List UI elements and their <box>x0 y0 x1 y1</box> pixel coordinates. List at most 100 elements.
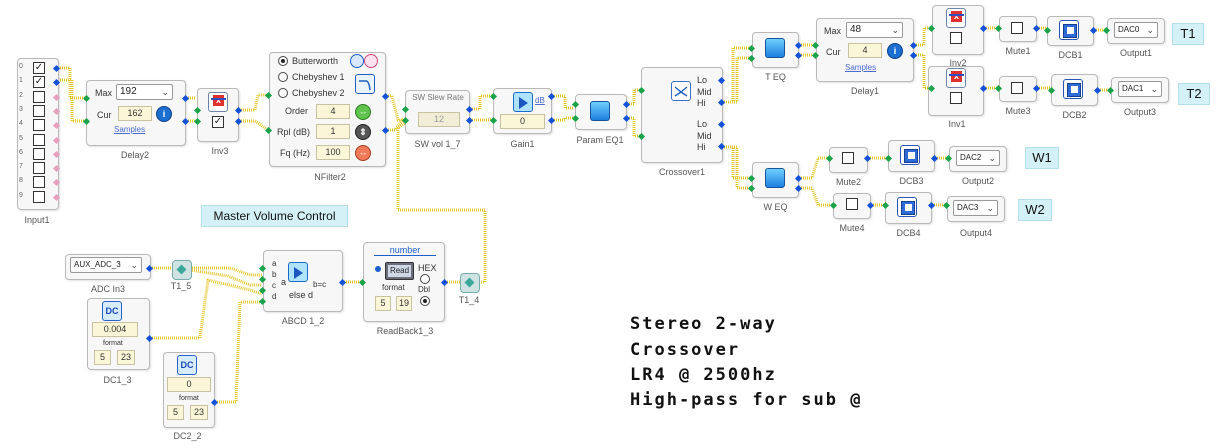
tag-t2[interactable]: T2 <box>1178 83 1210 105</box>
input1-channel-checkbox[interactable]: ✓ <box>33 76 45 89</box>
fq-label: Fq (Hz) <box>280 148 310 158</box>
abcd-body-else: else d <box>289 290 314 300</box>
t-eq-icon <box>765 38 785 58</box>
delay2-cur-field[interactable]: 162 <box>118 106 152 121</box>
dc1-3-format-label: format <box>103 340 123 347</box>
inv2-checkbox[interactable] <box>950 32 962 44</box>
lowpass-curve-icon[interactable] <box>355 74 375 94</box>
order-label: Order <box>285 106 309 116</box>
dc1-3-f2[interactable]: 23 <box>117 350 135 365</box>
delay2-max-select[interactable]: 192 ⌄ <box>116 84 173 100</box>
mute1-checkbox[interactable] <box>1011 22 1023 34</box>
input1-channel-number: 6 <box>19 148 23 156</box>
chebyshev2-radio[interactable] <box>278 88 288 98</box>
tag-w1[interactable]: W1 <box>1025 147 1059 169</box>
chevron-down-icon: ⌄ <box>130 260 138 270</box>
order-field[interactable]: 4 <box>316 104 350 119</box>
gain1-unit-link[interactable]: dB <box>535 96 545 105</box>
readback-caption: ReadBack1_3 <box>376 326 434 336</box>
rpl-toggle-icon[interactable]: ⇕ <box>355 124 371 140</box>
delay1-info-icon[interactable]: i <box>887 43 903 59</box>
dc-source-icon: DC <box>177 355 197 375</box>
t1-5-node[interactable] <box>172 260 192 280</box>
dcb3-caption: DCB3 <box>899 176 924 186</box>
master-volume-label[interactable]: Master Volume Control <box>201 205 348 227</box>
readback-dbl-radio[interactable] <box>420 296 430 306</box>
tag-t1[interactable]: T1 <box>1172 23 1204 45</box>
output2-select[interactable]: DAC2⌄ <box>956 150 1000 166</box>
mute3-caption: Mute3 <box>1005 106 1031 116</box>
butterworth-radio[interactable] <box>278 56 288 66</box>
rpl-field[interactable]: 1 <box>316 124 350 139</box>
crossover-output-label: Lo <box>697 75 708 85</box>
mute3-checkbox[interactable] <box>1011 82 1023 94</box>
inv1-checkbox[interactable] <box>950 92 962 104</box>
dcb2-caption: DCB2 <box>1062 110 1087 120</box>
delay2-info-icon[interactable]: i <box>156 106 172 122</box>
fq-toggle-icon[interactable]: ⇔ <box>355 145 371 161</box>
chebyshev1-radio[interactable] <box>278 72 288 82</box>
output4-select[interactable]: DAC3⌄ <box>953 200 998 216</box>
dc2-2-f2[interactable]: 23 <box>190 405 208 420</box>
input1-channel-checkbox[interactable] <box>33 190 45 203</box>
adc-caption: ADC In3 <box>90 284 125 294</box>
delay2-max-value: 192 <box>120 86 137 97</box>
output3-select[interactable]: DAC1⌄ <box>1118 81 1162 97</box>
readback-f2[interactable]: 19 <box>396 296 412 311</box>
chebyshev2-label: Chebyshev 2 <box>292 88 345 98</box>
input1-channel-checkbox[interactable] <box>33 176 45 189</box>
order-toggle-icon[interactable]: ⇔ <box>355 104 371 120</box>
inv2-caption: Inv2 <box>949 58 967 68</box>
inv1-caption: Inv1 <box>948 119 966 129</box>
input1-channel-checkbox[interactable] <box>33 147 45 160</box>
read-button-label: Read <box>388 265 411 277</box>
gain1-field[interactable]: 0 <box>500 114 545 129</box>
swvol-field[interactable]: 12 <box>418 112 460 127</box>
delay1-max-select[interactable]: 48⌄ <box>846 22 903 38</box>
output3-value: DAC1 <box>1122 84 1144 93</box>
abcd-body-a: a <box>281 277 287 287</box>
abcd-input-label: a <box>272 259 277 268</box>
mute4-checkbox[interactable] <box>846 198 858 210</box>
input1-channel-checkbox[interactable]: ✓ <box>33 62 45 74</box>
adc-value: AUX_ADC_3 <box>74 260 121 269</box>
dc1-3-f1[interactable]: 5 <box>94 350 111 365</box>
chevron-down-icon: ⌄ <box>986 203 994 213</box>
chevron-down-icon: ⌄ <box>161 87 169 97</box>
input1-channel-number: 0 <box>19 63 23 70</box>
mute1-caption: Mute1 <box>1005 46 1031 56</box>
input1-channel-checkbox[interactable] <box>33 133 45 146</box>
dc2-2-format-label: format <box>179 395 199 402</box>
readback-hex-radio[interactable] <box>420 274 430 284</box>
input1-channel-checkbox[interactable] <box>33 90 45 103</box>
output1-select[interactable]: DAC0⌄ <box>1114 22 1158 38</box>
mute4-caption: Mute4 <box>839 223 865 233</box>
abcd-out-label: b=c <box>313 280 327 289</box>
delay2-units-link[interactable]: Samples <box>114 125 146 134</box>
input1-channel-checkbox[interactable] <box>33 119 45 132</box>
dc2-2-value-field[interactable]: 0 <box>167 377 211 392</box>
delay1-units-link[interactable]: Samples <box>845 63 877 72</box>
input1-channel-number: 2 <box>19 91 23 99</box>
adc-select[interactable]: AUX_ADC_3 ⌄ <box>70 257 142 273</box>
dc1-3-value-field[interactable]: 0.004 <box>92 322 138 337</box>
input1-channel-number: 1 <box>19 77 23 85</box>
readback-f1[interactable]: 5 <box>375 296 391 311</box>
dc2-2-f1[interactable]: 5 <box>167 405 184 420</box>
delay2-caption: Delay2 <box>120 150 149 160</box>
tag-w2[interactable]: W2 <box>1018 199 1052 221</box>
mute2-checkbox[interactable] <box>842 152 854 164</box>
weq-caption: W EQ <box>763 202 788 212</box>
filter-mode-icons[interactable] <box>350 54 378 68</box>
inv3-checkbox[interactable]: ✓ <box>212 116 224 128</box>
delay1-cur-field[interactable]: 4 <box>848 43 882 58</box>
t1-4-node[interactable] <box>460 273 480 293</box>
chebyshev1-label: Chebyshev 1 <box>292 72 345 82</box>
input1-channel-checkbox[interactable] <box>33 104 45 117</box>
crossover-output-label: Mid <box>697 131 712 141</box>
readback-read-button[interactable]: Read <box>385 262 414 280</box>
input1-channel-checkbox[interactable] <box>33 162 45 175</box>
chevron-down-icon: ⌄ <box>891 25 899 35</box>
fq-field[interactable]: 100 <box>316 145 350 160</box>
teq-caption: T EQ <box>765 72 786 82</box>
